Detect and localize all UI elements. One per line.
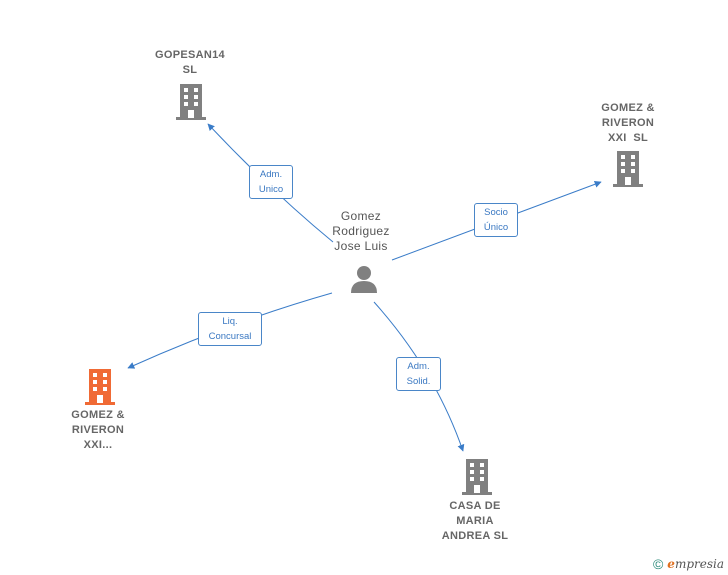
edge-label-line: Unico <box>258 184 284 195</box>
person-label-line: Rodriguez <box>332 224 390 238</box>
company-label-casa[interactable]: CASA DE MARIA ANDREA SL <box>425 499 525 544</box>
edge-label-line: Adm. <box>259 169 283 180</box>
company-label-line: ANDREA SL <box>441 530 509 542</box>
person-label-line: Gomez <box>340 209 382 223</box>
company-label-line: GOMEZ & <box>71 409 125 421</box>
edge-label-line: Adm. <box>407 361 430 372</box>
edge-label-line: Único <box>483 222 509 233</box>
footer-brand: © empresia <box>653 556 724 572</box>
edge-label-gomez-xxi-focus[interactable]: Liq. Concursal <box>198 312 262 346</box>
person-label-line: Jose Luis <box>334 239 388 253</box>
brand-initial: e <box>667 557 675 571</box>
copyright-icon: © <box>652 556 664 572</box>
building-icon[interactable] <box>175 84 207 120</box>
edge-label-line: Socio <box>484 207 508 218</box>
company-label-line: MARIA <box>456 515 494 527</box>
company-label-line: CASA DE <box>449 500 501 512</box>
focus-building-icon[interactable] <box>84 369 116 405</box>
company-label-gopesan[interactable]: GOPESAN14 SL <box>140 48 240 78</box>
brand-logo: empresia <box>667 557 724 571</box>
edge-label-casa[interactable]: Adm. Solid. <box>396 357 441 391</box>
edge-label-line: Liq. <box>222 316 238 327</box>
building-icon[interactable] <box>461 459 493 495</box>
person-icon[interactable] <box>349 264 379 294</box>
edge-label-line: Concursal <box>208 331 252 342</box>
edge-label-line: Solid. <box>406 376 431 387</box>
company-label-line: RIVERON <box>601 117 655 129</box>
edge-label-gomez-xxi-sl[interactable]: Socio Único <box>474 203 518 237</box>
edge-label-gopesan[interactable]: Adm. Unico <box>249 165 293 199</box>
company-label-line: GOPESAN14 <box>155 49 225 61</box>
company-label-line: SL <box>182 64 198 76</box>
company-label-line: XXI SL <box>608 132 648 144</box>
company-label-line: GOMEZ & <box>601 102 655 114</box>
company-label-gomez-xxi-focus[interactable]: GOMEZ & RIVERON XXI... <box>50 408 146 453</box>
company-label-line: RIVERON <box>71 424 125 436</box>
building-icon[interactable] <box>612 151 644 187</box>
brand-name: mpresia <box>674 557 724 571</box>
company-label-gomez-xxi-sl[interactable]: GOMEZ & RIVERON XXI SL <box>580 101 676 146</box>
person-label[interactable]: Gomez Rodriguez Jose Luis <box>318 209 404 254</box>
company-label-line: XXI... <box>83 439 113 451</box>
